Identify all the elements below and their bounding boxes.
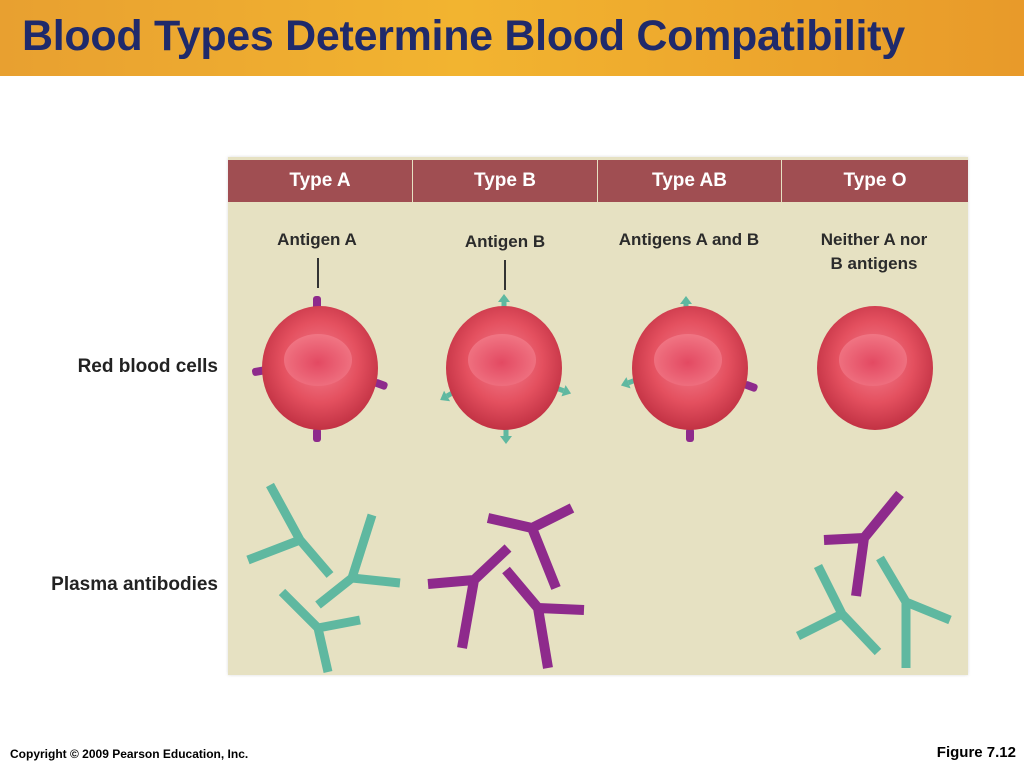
title-bar: Blood Types Determine Blood Compatibilit… xyxy=(0,0,1024,76)
figure-label: Figure 7.12 xyxy=(936,744,1016,761)
antibody-anti-b xyxy=(315,513,401,609)
slide-title: Blood Types Determine Blood Compatibilit… xyxy=(22,12,905,60)
antigen-label-type-a: Antigen A xyxy=(277,230,357,249)
header-type-ab: Type AB xyxy=(598,160,781,202)
red-blood-cell-type-o xyxy=(817,306,933,430)
antibody-anti-b xyxy=(278,588,361,673)
header-type-b: Type B xyxy=(413,160,597,202)
header-type-o: Type O xyxy=(782,160,968,202)
antibody-anti-b xyxy=(246,482,334,578)
antigen-label-type-o: Neither A nor B antigens xyxy=(820,230,928,273)
antigen-a-marker xyxy=(686,428,694,442)
antibody-anti-b xyxy=(795,563,882,656)
pointer-line-antigen-a xyxy=(317,258,319,288)
antigen-label-type-ab: Antigens A and B xyxy=(618,230,760,249)
row-label-plasma-antibodies: Plasma antibodies xyxy=(51,574,218,595)
antibody-anti-a xyxy=(427,544,512,649)
header-type-a: Type A xyxy=(228,160,412,202)
red-blood-cell-type-a xyxy=(251,296,389,442)
row-label-red-blood-cells: Red blood cells xyxy=(77,356,218,377)
antigen-label-type-b: Antigen B xyxy=(464,232,546,251)
copyright-text: Copyright © 2009 Pearson Education, Inc. xyxy=(10,747,249,761)
red-blood-cell-type-b xyxy=(437,294,574,444)
antigen-b-marker xyxy=(500,428,512,444)
antibody-anti-a xyxy=(486,503,575,590)
pointer-line-antigen-b xyxy=(504,260,506,290)
red-blood-cell-type-ab xyxy=(618,296,759,442)
antibody-anti-a xyxy=(502,566,585,669)
antigen-a-marker xyxy=(313,428,321,442)
antibody-anti-b xyxy=(876,555,952,668)
antibody-anti-a xyxy=(823,490,904,597)
